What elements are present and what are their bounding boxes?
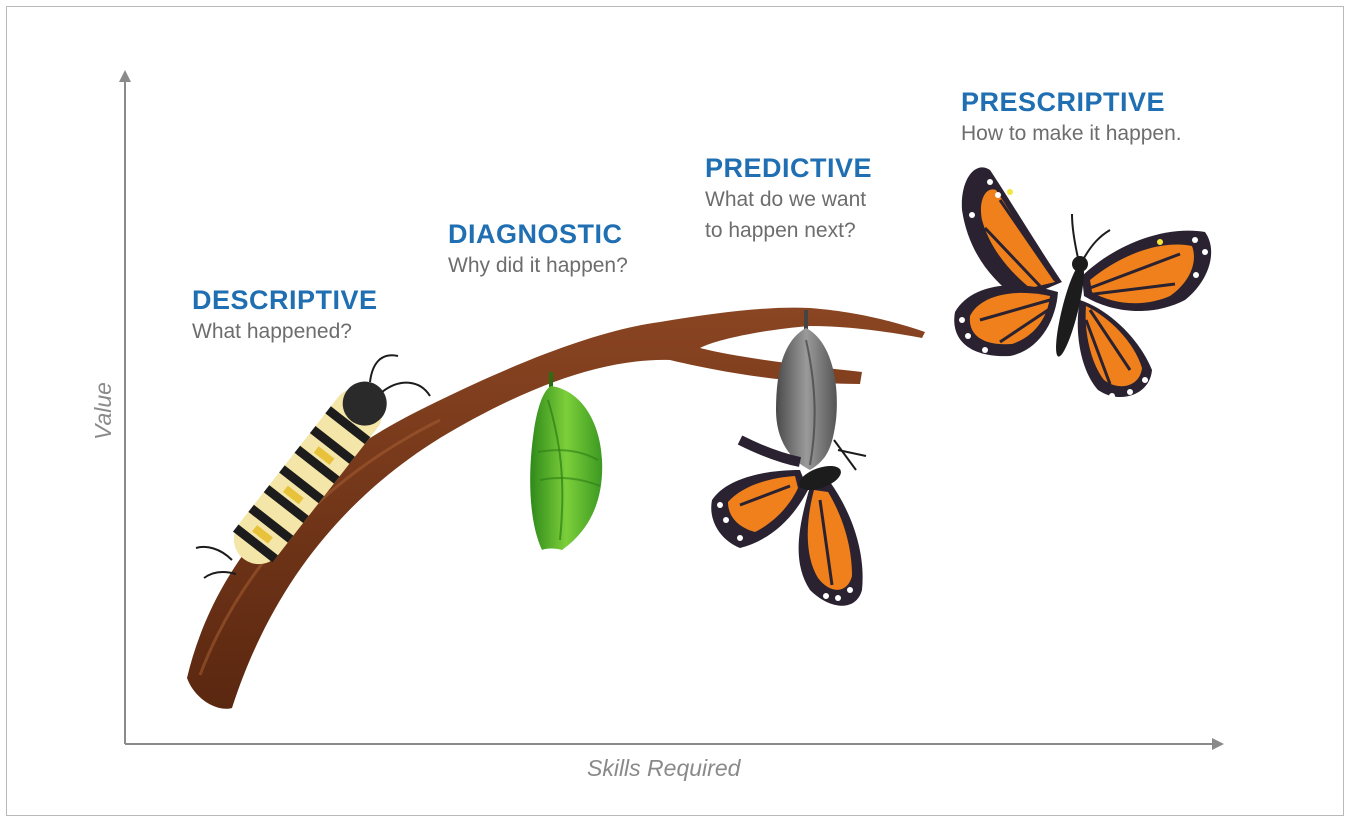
stage-title: PRESCRIPTIVE (961, 87, 1166, 117)
green-chrysalis-icon (530, 372, 603, 550)
stage-predictive: PREDICTIVE What do we want to happen nex… (705, 152, 872, 246)
monarch-butterfly-icon (954, 167, 1212, 399)
x-axis-label: Skills Required (587, 755, 741, 781)
stage-prescriptive: PRESCRIPTIVE How to make it happen. (961, 86, 1182, 149)
y-axis-label: Value (90, 382, 116, 440)
stage-title: DIAGNOSTIC (448, 219, 623, 249)
stage-question: What do we want to happen next? (705, 188, 867, 242)
stage-title: PREDICTIVE (705, 153, 873, 183)
stage-title: DESCRIPTIVE (192, 285, 378, 315)
caterpillar-icon (195, 354, 431, 579)
diagram-frame (6, 6, 1344, 816)
emerging-butterfly-icon (711, 310, 867, 606)
stage-diagnostic: DIAGNOSTIC Why did it happen? (448, 218, 628, 281)
stage-descriptive: DESCRIPTIVE What happened? (192, 284, 378, 347)
stage-question: What happened? (192, 320, 352, 343)
stage-question: Why did it happen? (448, 254, 628, 277)
stage-question: How to make it happen. (961, 122, 1182, 145)
